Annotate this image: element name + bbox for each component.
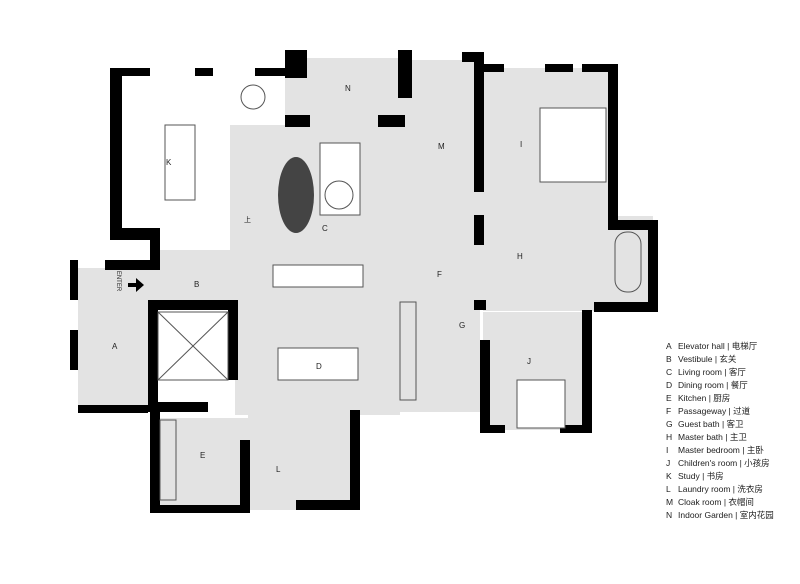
study-desk [164, 124, 196, 201]
furniture [157, 84, 642, 501]
child-bed [516, 379, 566, 429]
label-m: M [438, 142, 445, 151]
side-table [324, 180, 354, 210]
stair-up-label: 上 [244, 217, 251, 224]
label-h: H [517, 252, 523, 261]
room-h-floor [483, 216, 653, 311]
kitchen-counter [159, 419, 177, 501]
counter [399, 301, 417, 401]
label-d: D [316, 362, 322, 371]
label-j: J [527, 357, 531, 366]
label-g: G [459, 321, 466, 330]
room-l-floor [248, 412, 358, 510]
coffee-table [319, 142, 361, 216]
study-chair [240, 84, 266, 110]
master-bed [539, 107, 607, 183]
label-n: N [345, 84, 351, 93]
dining-table [277, 347, 359, 381]
sofa [278, 157, 314, 233]
enter-arrow-icon [128, 278, 144, 292]
enter-label: ENTER [115, 270, 122, 292]
bathtub [614, 231, 642, 293]
label-f: F [437, 270, 442, 279]
label-c: C [322, 224, 328, 233]
kitchen-island [272, 264, 364, 288]
label-k: K [166, 158, 172, 167]
room-g-floor [400, 300, 480, 412]
room-m-floor [405, 60, 483, 255]
room-c-floor [230, 125, 405, 255]
label-i: I [520, 140, 523, 149]
walls [70, 50, 658, 513]
label-b: B [194, 280, 200, 289]
room-e-floor [160, 418, 248, 510]
label-e: E [200, 451, 206, 460]
label-l: L [276, 465, 281, 474]
room-a-floor [78, 268, 156, 410]
label-a: A [112, 342, 118, 351]
elevator-shaft [157, 311, 229, 381]
